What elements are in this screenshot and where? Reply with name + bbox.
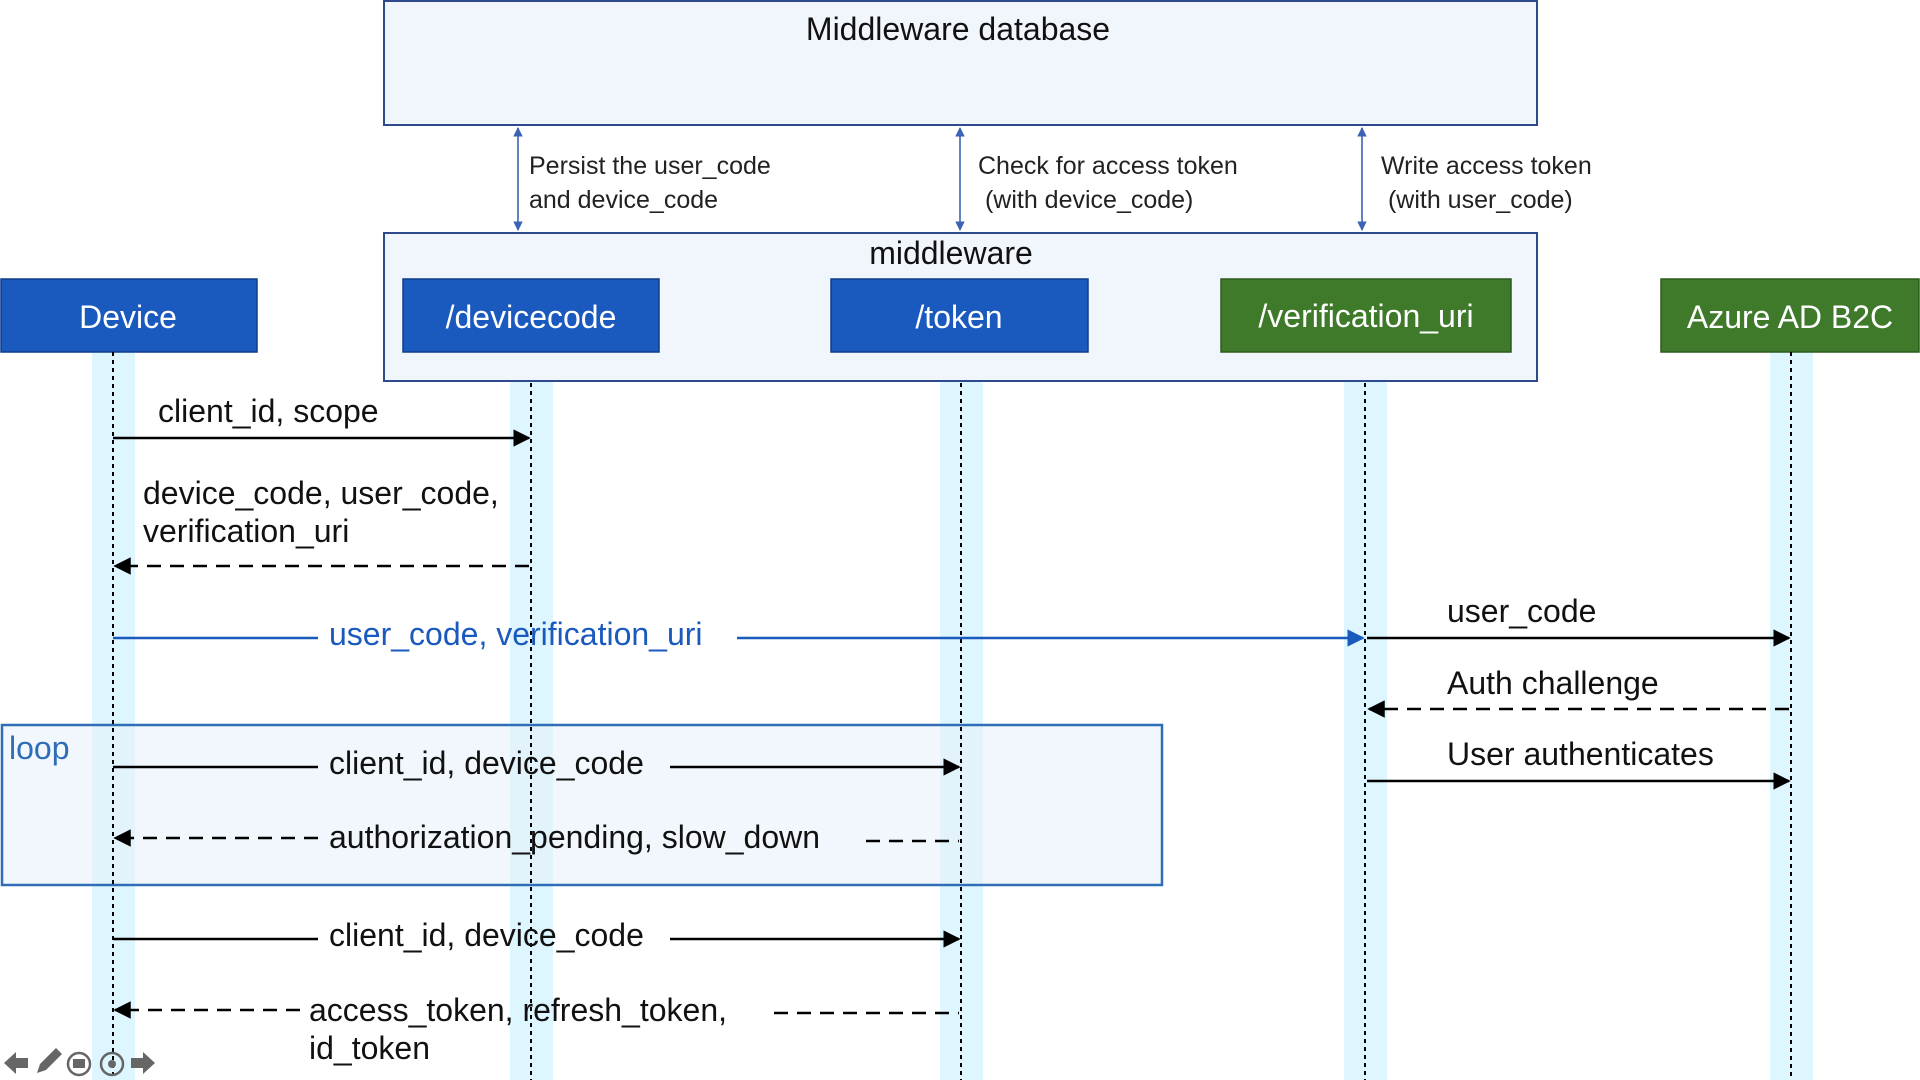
db-note-check-line1: Check for access token (978, 152, 1238, 180)
msg-device-code-line1: device_code, user_code, (143, 475, 499, 511)
devicecode-title: /devicecode (446, 299, 617, 335)
msg-final-client-id-device-code: client_id, device_code (329, 917, 644, 953)
msg-auth-challenge: Auth challenge (1447, 665, 1659, 701)
azure-participant (1660, 278, 1920, 353)
loop-label: loop (9, 730, 70, 766)
msg-loop-client-id-device-code: client_id, device_code (329, 745, 644, 781)
pen-icon[interactable] (37, 1048, 62, 1073)
database-title: Middleware database (806, 11, 1110, 47)
msg-user-code-verification: user_code, verification_uri (329, 616, 703, 652)
msg-user-code: user_code (1447, 593, 1596, 629)
msg-authorization-pending: authorization_pending, slow_down (329, 819, 820, 855)
slides-icon[interactable] (66, 1051, 92, 1077)
device-title: Device (79, 299, 177, 335)
db-note-write-line1: Write access token (1381, 152, 1592, 180)
devicecode-endpoint (402, 278, 660, 353)
zoom-icon[interactable] (99, 1051, 125, 1077)
db-note-write-line2: (with user_code) (1381, 186, 1573, 214)
token-endpoint (830, 278, 1089, 353)
msg-user-authenticates: User authenticates (1447, 736, 1714, 772)
db-note-persist-line1: Persist the user_code (529, 152, 771, 180)
msg-tokens-line1: access_token, refresh_token, (309, 992, 727, 1028)
next-icon[interactable] (131, 1052, 155, 1074)
verification-title: /verification_uri (1258, 298, 1473, 334)
verification-endpoint (1220, 278, 1512, 353)
azure-title: Azure AD B2C (1687, 299, 1893, 335)
loop-frame (0, 723, 1164, 887)
slideshow-controls (4, 1048, 155, 1077)
db-note-check-line2: (with device_code) (978, 186, 1193, 214)
db-note-persist-line2: and device_code (529, 186, 718, 214)
msg-client-id-scope: client_id, scope (158, 393, 379, 429)
msg-tokens-line2: id_token (309, 1030, 430, 1066)
middleware-title: middleware (869, 235, 1033, 271)
msg-device-code-line2: verification_uri (143, 513, 349, 549)
device-participant (0, 278, 258, 353)
middleware-database-box (383, 0, 1538, 126)
previous-icon[interactable] (4, 1052, 28, 1074)
token-title: /token (915, 299, 1002, 335)
